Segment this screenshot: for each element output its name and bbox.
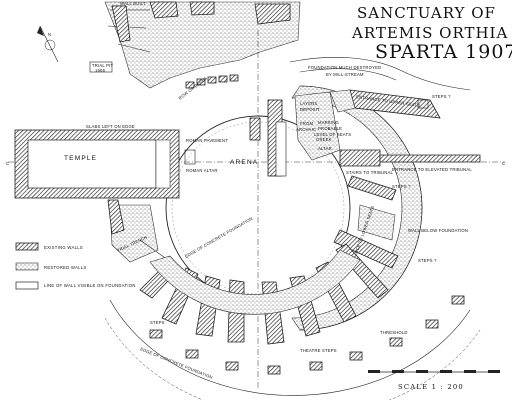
- label-marking: MARKING: [318, 120, 339, 125]
- label-roman-pavement: ROMAN PAVEMENT: [186, 138, 228, 143]
- label-trial-pit-year: 1906: [95, 68, 106, 73]
- label-from: FROM: [300, 121, 313, 126]
- label-roman-altar: ROMAN ALTAR: [186, 168, 218, 173]
- upper-seats-entrance: ENTRANCE TO UPPER SEATS STEPS ?: [329, 89, 451, 119]
- north-arrow-icon: N: [37, 25, 59, 63]
- svg-text:C: C: [502, 161, 505, 166]
- label-foundation-destroyed: FOUNDATION MUCH DESTROYED: [308, 65, 381, 70]
- mill-stream-area: FOUNDATION MUCH DESTROYED BY MILL-STREAM: [289, 57, 471, 91]
- legend: EXISTING WALLS RESTORED WALLS LINE OF WA…: [15, 242, 136, 290]
- legend-item-line: LINE OF WALL VISIBLE ON FOUNDATION: [15, 281, 136, 290]
- east-entrances: ENTRANCE TO ELEVATED TRIBUNAL STAIRS TO …: [339, 149, 481, 201]
- label-arena: ARENA: [230, 159, 258, 166]
- label-wall-below: WALL BELOW FOUNDATION: [408, 228, 468, 233]
- label-row-of-bases: ROW OF BASES: [178, 75, 208, 100]
- svg-text:C: C: [6, 161, 9, 166]
- label-trial-pit: TRIAL PIT: [92, 63, 113, 68]
- label-stairs-tribunal: STAIRS TO TRIBUNAL: [346, 170, 394, 175]
- legend-item-existing: EXISTING WALLS: [15, 242, 83, 251]
- label-level-of-seats: LEVEL OF SEATS: [314, 132, 351, 137]
- legend-swatch-existing: [15, 242, 39, 251]
- legend-label-restored: RESTORED WALLS: [44, 265, 87, 270]
- label-theatre-steps: THEATRE STEPS: [300, 348, 337, 353]
- label-layers: LAYERS: [300, 101, 317, 106]
- label-entrance-tribunal: ENTRANCE TO ELEVATED TRIBUNAL: [392, 167, 472, 172]
- legend-label-existing: EXISTING WALLS: [44, 245, 83, 250]
- greek-altar-deposit: LAYERS DEPOSIT FROM ARCHAIC GREEK ALTAR …: [249, 91, 351, 177]
- map-title: SANCTUARY OF ARTEMIS ORTHIA SPARTA 1907: [351, 4, 512, 63]
- legend-label-line: LINE OF WALL VISIBLE ON FOUNDATION: [44, 283, 136, 288]
- label-temple: TEMPLE: [64, 155, 97, 162]
- west-wall-fragments: TRIAL TRENCH: [107, 199, 197, 281]
- label-threshold: THRESHOLD: [380, 330, 408, 335]
- scale-label: SCALE 1 : 200: [398, 383, 464, 391]
- legend-swatch-restored: [15, 262, 39, 271]
- row-of-bases: [185, 74, 239, 89]
- temple: TEMPLE SLABS LEFT ON EDGE ROMAN PAVEMENT…: [14, 124, 228, 199]
- title-line-2: ARTEMIS ORTHIA: [351, 24, 508, 42]
- label-steps-ne: STEPS ?: [432, 94, 451, 99]
- scale-bar: SCALE 1 : 200: [368, 370, 500, 391]
- label-deposit: DEPOSIT: [300, 107, 320, 112]
- label-steps-e2: STEPS ?: [418, 258, 437, 263]
- label-archaic: ARCHAIC: [296, 127, 316, 132]
- legend-item-restored: RESTORED WALLS: [15, 262, 87, 271]
- label-greek: GREEK: [316, 137, 332, 142]
- title-line-3: SPARTA 1907: [375, 41, 512, 63]
- label-edge-concrete: EDGE OF CONCRETE FOUNDATION: [184, 216, 254, 259]
- label-wall-built: WALL BUILT: [120, 1, 146, 6]
- label-probable: PROBABLE: [318, 126, 342, 131]
- label-mill-stream: BY MILL-STREAM: [326, 72, 364, 77]
- label-slabs-on-edge: SLABS LEFT ON EDGE: [86, 124, 135, 129]
- wall-below-foundation: WALL BELOW FOUNDATION STEPS ?: [333, 204, 468, 269]
- label-edge-concrete-2: EDGE OF CONCRETE FOUNDATION: [140, 346, 214, 380]
- svg-text:N: N: [48, 32, 51, 37]
- label-altar: ALTAR: [318, 146, 332, 151]
- legend-swatch-line: [15, 281, 39, 290]
- label-steps-sw: STEPS: [150, 320, 165, 325]
- title-line-1: SANCTUARY OF: [357, 4, 496, 22]
- label-steps-e: STEPS ?: [392, 184, 411, 189]
- north-retaining-wall: WALL BUILT: [104, 1, 301, 89]
